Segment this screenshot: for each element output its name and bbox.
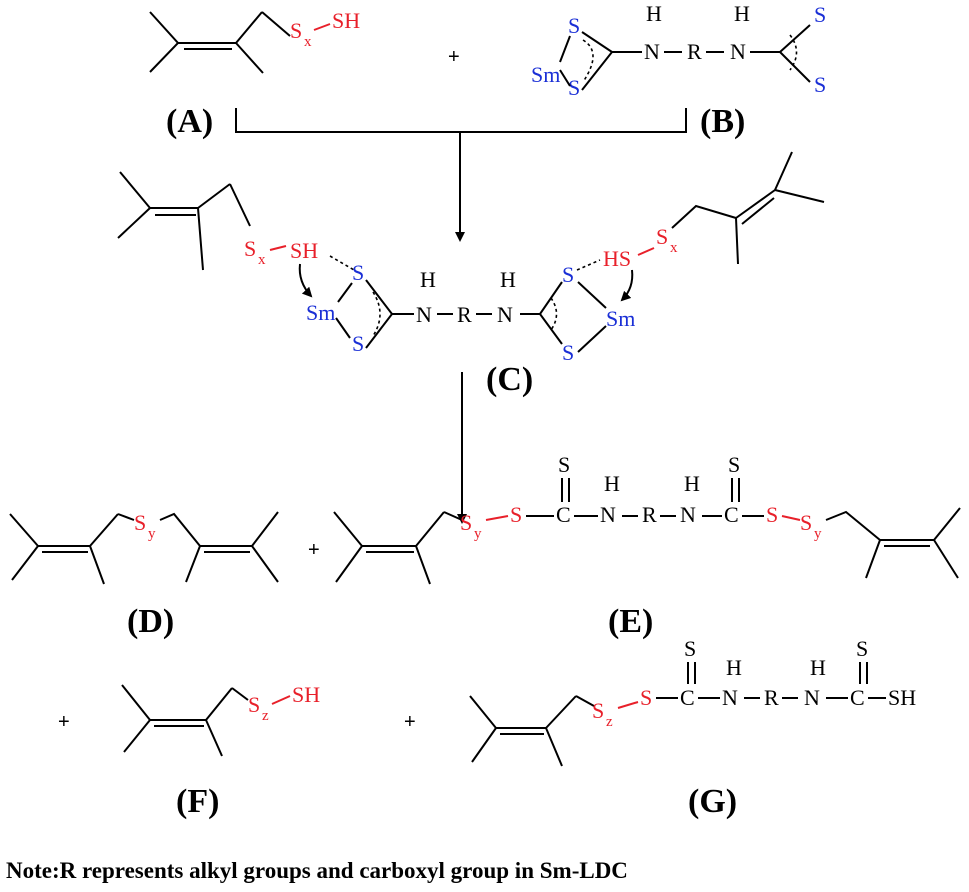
label-b: (B)	[700, 103, 745, 140]
atom-h: H	[604, 471, 620, 496]
atom-s: S	[800, 510, 812, 535]
atom-h: H	[734, 1, 750, 26]
product-g: S z S C S H N R H N C S SH	[469, 636, 916, 767]
subscript-z: z	[262, 708, 269, 724]
subscript-y: y	[814, 526, 822, 542]
atom-n: N	[416, 302, 432, 327]
atom-s: S	[568, 75, 580, 100]
label-g: (G)	[688, 783, 737, 820]
label-e: (E)	[608, 603, 653, 640]
atom-c: C	[850, 685, 865, 710]
intermediate-c: S x SH S Sm S H N R H N S S Sm HS S x	[117, 151, 825, 365]
atom-s: S	[562, 340, 574, 365]
subscript-x: x	[304, 34, 312, 50]
atom-h: H	[810, 655, 826, 680]
label-c: (C)	[486, 361, 533, 398]
footnote: Note:R represents alkyl groups and carbo…	[6, 858, 628, 883]
atom-n: N	[722, 685, 738, 710]
subscript-x: x	[670, 240, 678, 256]
atom-s: S	[558, 452, 570, 477]
atom-s: S	[766, 502, 778, 527]
label-f: (F)	[176, 783, 219, 820]
atom-s: S	[684, 636, 696, 661]
atom-n: N	[644, 39, 660, 64]
atom-s: S	[640, 685, 652, 710]
subscript-y: y	[148, 526, 156, 542]
atom-s: S	[562, 262, 574, 287]
atom-hs: HS	[603, 246, 631, 271]
subscript-x: x	[258, 252, 266, 268]
atom-r: R	[764, 685, 779, 710]
atom-sm: Sm	[306, 300, 335, 325]
atom-n: N	[600, 502, 616, 527]
label-a: (A)	[166, 103, 213, 140]
atom-s: S	[290, 18, 302, 43]
molecule-a: S x SH	[149, 8, 360, 74]
atom-s: S	[814, 72, 826, 97]
plus-sign: +	[308, 539, 320, 561]
atom-sh: SH	[292, 682, 320, 707]
product-e: S y S C S H N R H N C S S S y	[333, 452, 961, 585]
molecule-b: Sm S S H N R H N S S	[531, 1, 826, 100]
atom-r: R	[687, 39, 702, 64]
atom-n: N	[804, 685, 820, 710]
atom-s: S	[510, 502, 522, 527]
atom-c: C	[680, 685, 695, 710]
plus-sign: +	[448, 46, 460, 68]
subscript-y: y	[474, 526, 482, 542]
atom-sh: SH	[290, 238, 318, 263]
subscript-z: z	[606, 714, 613, 730]
atom-s: S	[134, 510, 146, 535]
atom-s: S	[728, 452, 740, 477]
atom-r: R	[642, 502, 657, 527]
label-d: (D)	[127, 603, 174, 640]
atom-s: S	[460, 510, 472, 535]
atom-s: S	[352, 260, 364, 285]
atom-s: S	[568, 13, 580, 38]
atom-n: N	[497, 302, 513, 327]
atom-h: H	[684, 471, 700, 496]
atom-h: H	[500, 267, 516, 292]
atom-sm: Sm	[531, 62, 560, 87]
atom-s: S	[592, 698, 604, 723]
atom-s: S	[352, 331, 364, 356]
atom-h: H	[726, 655, 742, 680]
atom-sh: SH	[332, 8, 360, 33]
atom-h: H	[420, 267, 436, 292]
atom-n: N	[680, 502, 696, 527]
plus-sign: +	[58, 711, 70, 733]
product-f: S z SH	[121, 682, 320, 757]
atom-s: S	[814, 2, 826, 27]
atom-s: S	[244, 236, 256, 261]
atom-r: R	[457, 302, 472, 327]
combine-bracket	[235, 108, 687, 133]
atom-c: C	[556, 502, 571, 527]
atom-c: C	[724, 502, 739, 527]
product-d: S y	[9, 510, 279, 585]
atom-s: S	[248, 692, 260, 717]
atom-n: N	[730, 39, 746, 64]
plus-sign: +	[404, 711, 416, 733]
atom-sm: Sm	[606, 306, 635, 331]
atom-h: H	[646, 1, 662, 26]
atom-s: S	[656, 224, 668, 249]
atom-s: S	[856, 636, 868, 661]
atom-sh: SH	[888, 685, 916, 710]
